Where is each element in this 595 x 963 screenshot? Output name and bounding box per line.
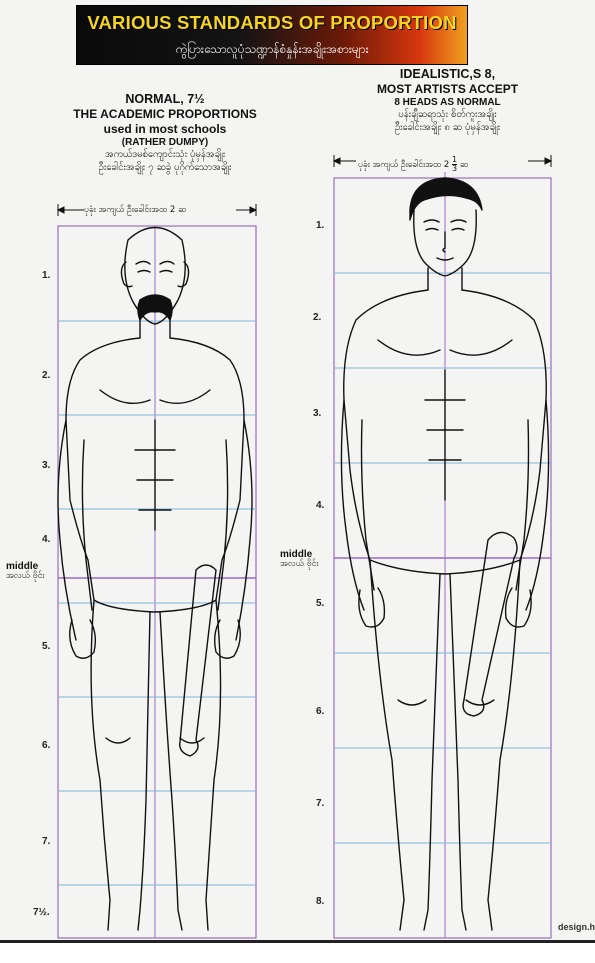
right-width-arrow	[334, 155, 551, 167]
left-legs	[91, 600, 220, 930]
left-arm-r	[218, 420, 252, 640]
left-femur-bone	[180, 565, 216, 756]
credit-text: design.h	[558, 922, 595, 932]
left-arm-l	[58, 420, 92, 640]
right-knees	[398, 700, 494, 705]
right-abs	[425, 370, 465, 500]
right-femur-bone	[463, 532, 517, 716]
left-grid	[58, 226, 256, 938]
right-grid	[334, 172, 551, 938]
left-abs	[135, 420, 175, 530]
left-width-arrow	[58, 204, 256, 216]
right-hair	[410, 178, 482, 220]
